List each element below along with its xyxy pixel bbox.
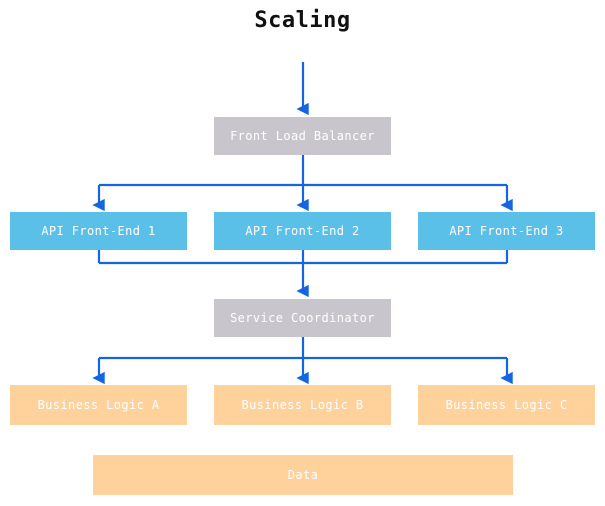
node-api-front-end-3[interactable]: API Front-End 3 [418, 212, 595, 250]
node-business-logic-c[interactable]: Business Logic C [418, 385, 595, 425]
node-label: Front Load Balancer [230, 129, 375, 143]
node-label: Business Logic C [445, 398, 568, 412]
edge-front-load-balancer-bus [99, 155, 507, 187]
node-api-front-end-2[interactable]: API Front-End 2 [214, 212, 391, 250]
node-label: API Front-End 1 [41, 224, 156, 238]
node-label: Data [287, 468, 319, 482]
node-label: Business Logic A [37, 398, 160, 412]
node-label: Service Coordinator [230, 311, 375, 325]
node-label: API Front-End 2 [245, 224, 360, 238]
node-front-load-balancer[interactable]: Front Load Balancer [214, 117, 391, 155]
edge-service-coordinator-bus [99, 337, 507, 360]
node-business-logic-a[interactable]: Business Logic A [10, 385, 187, 425]
node-business-logic-b[interactable]: Business Logic B [214, 385, 391, 425]
node-api-front-end-1[interactable]: API Front-End 1 [10, 212, 187, 250]
node-data[interactable]: Data [93, 455, 513, 495]
node-label: API Front-End 3 [449, 224, 564, 238]
node-label: Business Logic B [241, 398, 364, 412]
node-service-coordinator[interactable]: Service Coordinator [214, 299, 391, 337]
diagram-title: Scaling [254, 8, 351, 33]
